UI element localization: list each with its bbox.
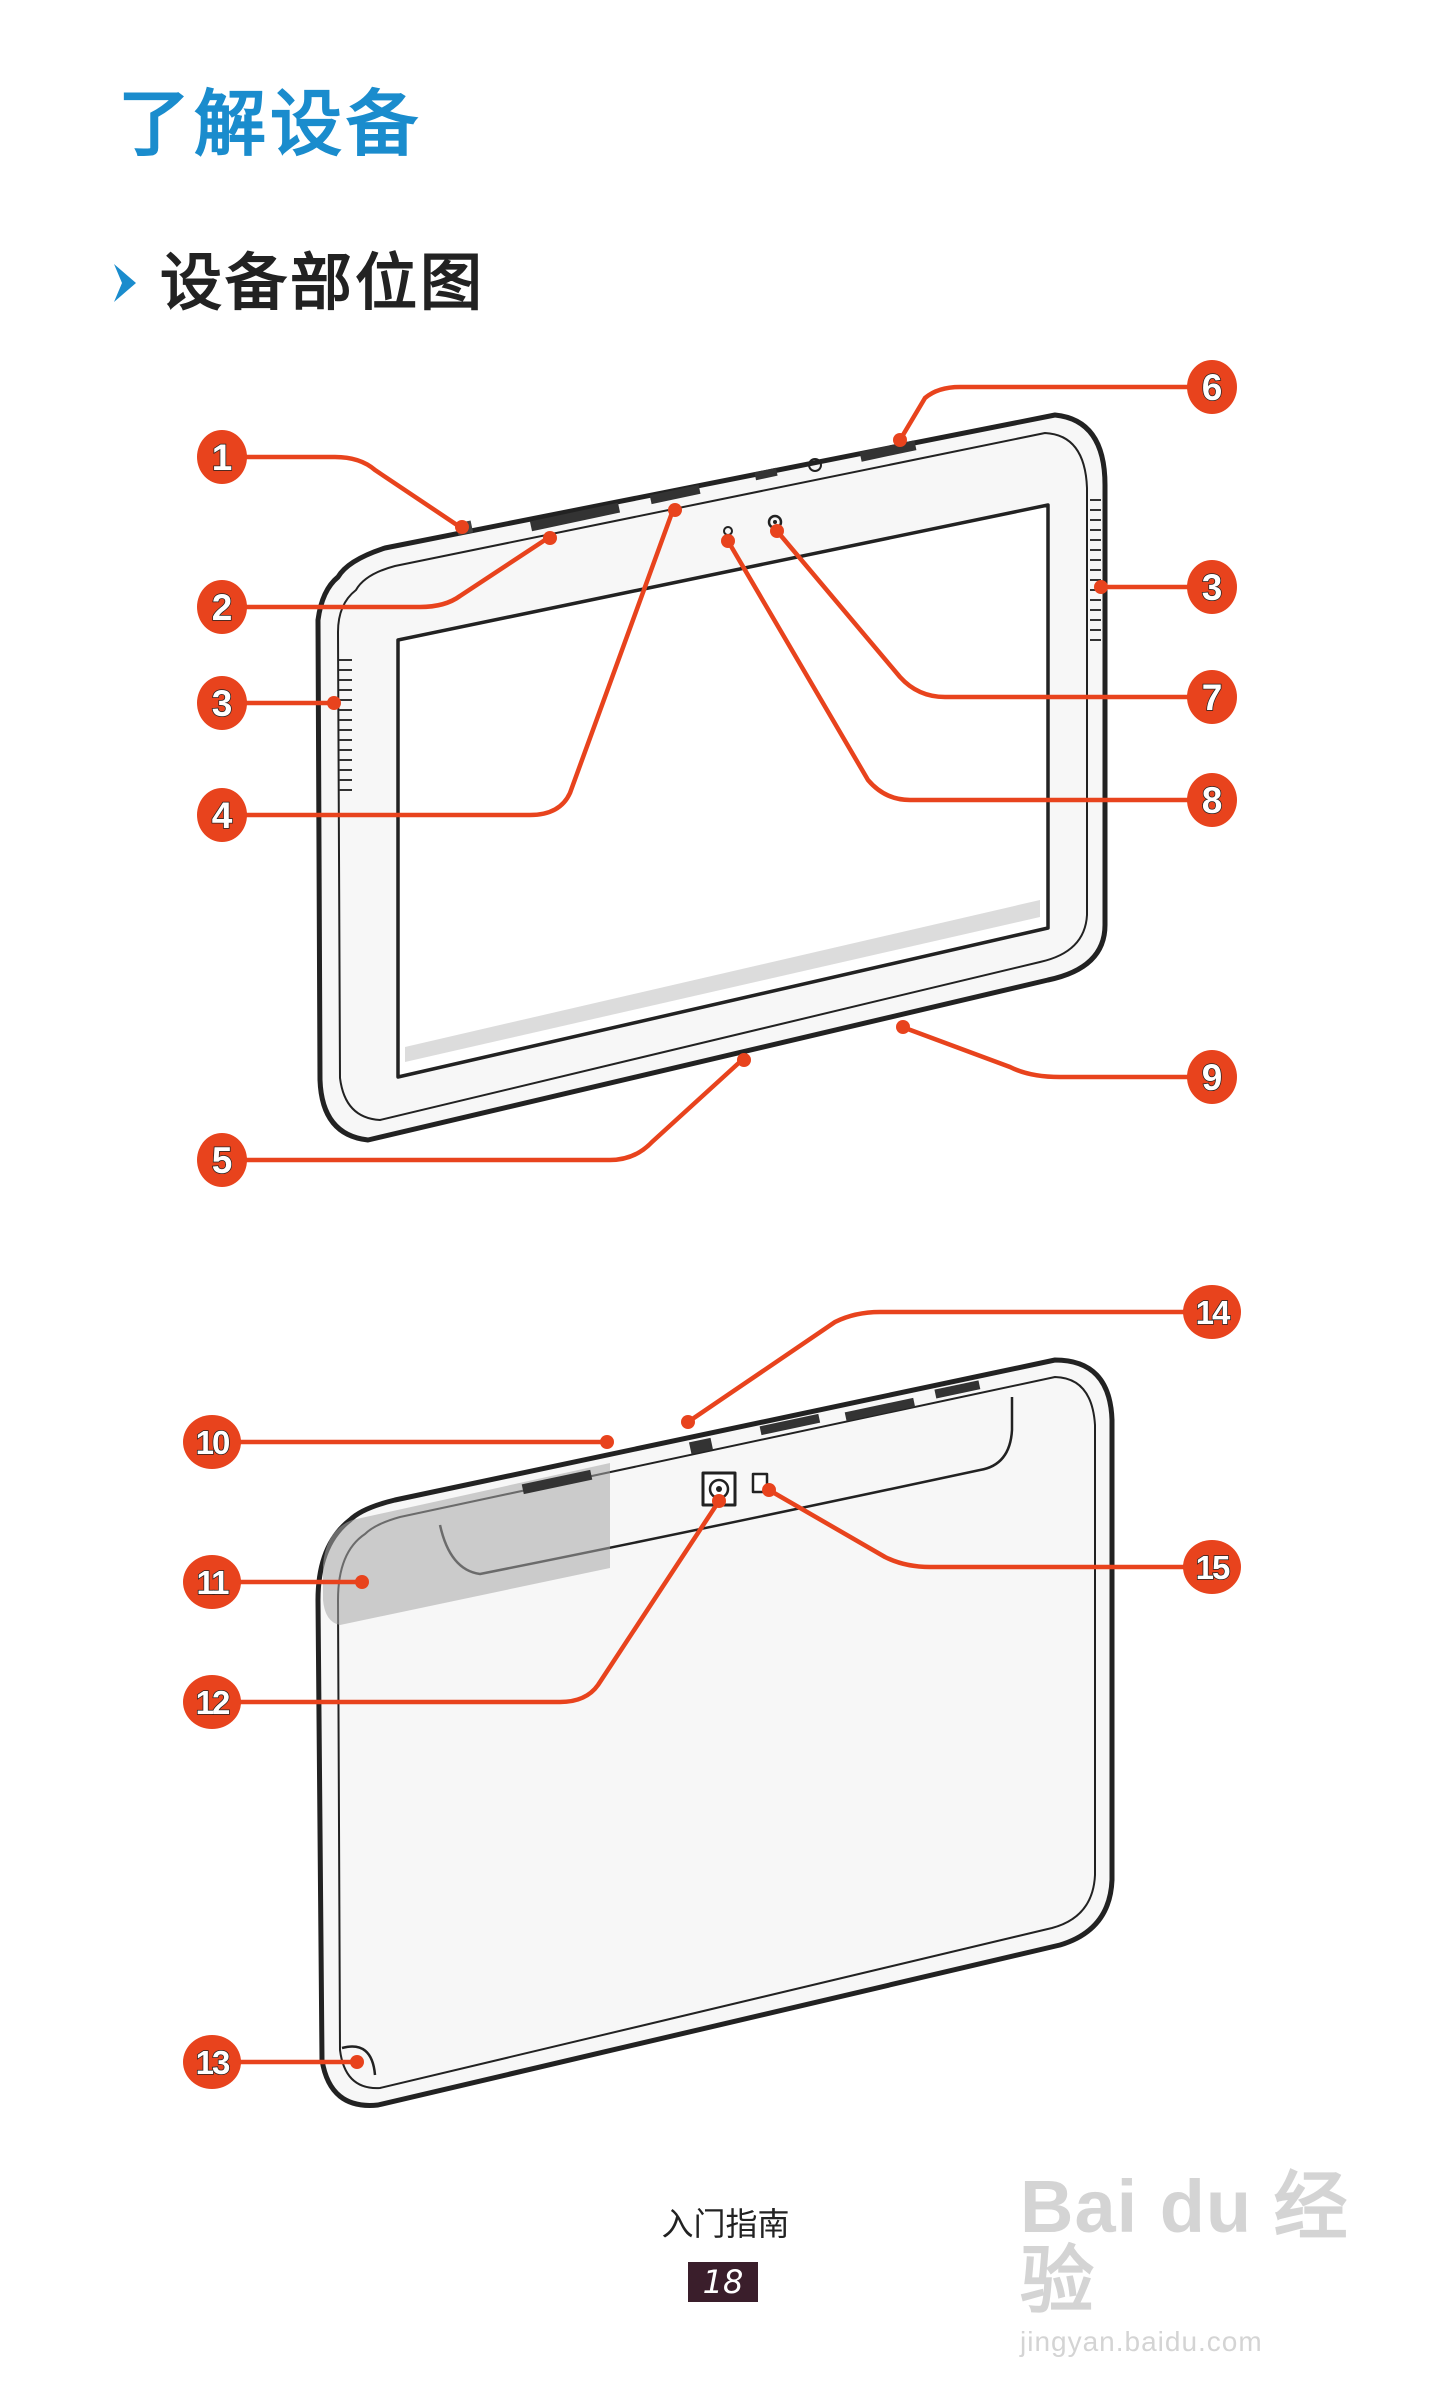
callout-anchor-dots — [327, 433, 1108, 2069]
callout-badge-2: 2 — [197, 580, 247, 634]
callout-number: 15 — [1196, 1549, 1230, 1586]
callout-badge-3-right: 3 — [1187, 560, 1237, 614]
callout-number: 3 — [212, 683, 233, 724]
callout-badge-4: 4 — [197, 788, 247, 842]
callout-badge-5: 5 — [197, 1133, 247, 1187]
callout-number: 7 — [1202, 677, 1223, 718]
callout-badge-6: 6 — [1187, 360, 1237, 414]
callout-badge-14: 14 — [1183, 1285, 1241, 1339]
callout-number: 3 — [1202, 567, 1223, 608]
page-number-badge: 18 — [688, 2262, 758, 2302]
tablet-back-illustration — [315, 1357, 1115, 2108]
callout-number: 2 — [212, 587, 233, 628]
baidu-watermark: Bai du 经验 jingyan.baidu.com — [1020, 2165, 1360, 2358]
callout-number: 6 — [1202, 367, 1223, 408]
callout-number: 5 — [212, 1140, 233, 1181]
callout-number: 1 — [212, 437, 233, 478]
callout-number: 12 — [196, 1684, 230, 1721]
callout-badge-11: 11 — [183, 1555, 241, 1609]
callout-badge-8: 8 — [1187, 773, 1237, 827]
callout-leader-lines — [209, 384, 1212, 2065]
page-title: 了解设备 — [118, 82, 423, 166]
callout-number: 13 — [196, 2044, 230, 2081]
callout-badge-1: 1 — [197, 430, 247, 484]
callout-number: 10 — [196, 1424, 229, 1461]
callout-number: 9 — [1202, 1057, 1223, 1098]
section-title: 设备部位图 — [160, 246, 486, 319]
callout-number: 11 — [197, 1564, 230, 1601]
callout-badge-3-left: 3 — [197, 676, 247, 730]
section-header: 设备部位图 — [108, 252, 485, 314]
callout-badge-13: 13 — [183, 2035, 241, 2089]
callout-number: 14 — [1196, 1294, 1231, 1331]
callout-badge-15: 15 — [1183, 1540, 1241, 1594]
callout-number: 4 — [212, 795, 233, 836]
tablet-front-illustration — [315, 412, 1108, 1143]
callout-badge-9: 9 — [1187, 1050, 1237, 1104]
watermark-url: jingyan.baidu.com — [1020, 2326, 1263, 2357]
callout-badge-7: 7 — [1187, 670, 1237, 724]
callout-number: 8 — [1202, 780, 1223, 821]
callout-badge-12: 12 — [183, 1675, 241, 1729]
footer-section-label: 入门指南 — [661, 2205, 790, 2243]
chevron-right-icon — [114, 264, 136, 302]
watermark-logo: Bai du 经验 — [1020, 2165, 1349, 2322]
callout-badge-10: 10 — [183, 1415, 241, 1469]
